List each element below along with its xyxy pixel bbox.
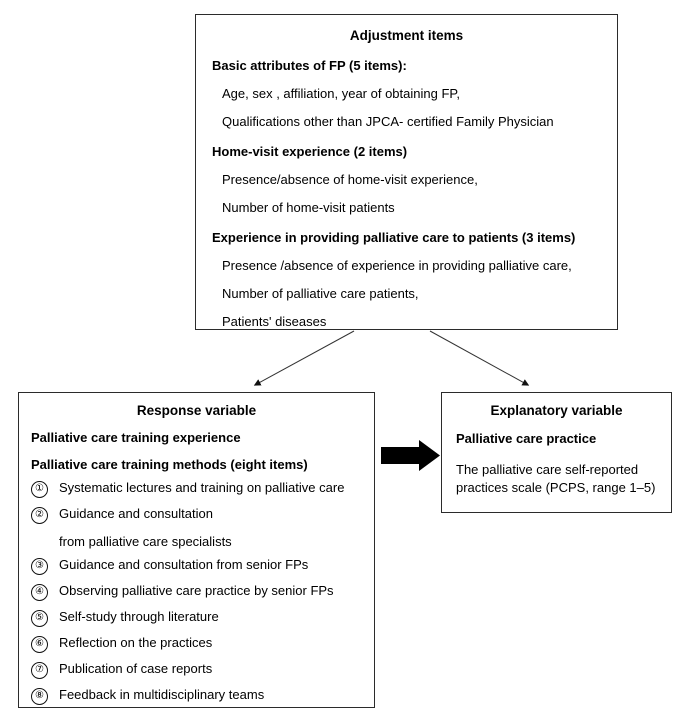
circled-number-icon: ④ [31, 584, 48, 601]
list-item-label: Publication of case reports [59, 661, 213, 676]
explanatory-variable-subtitle: Palliative care practice [456, 431, 597, 446]
training-methods-list: ① Systematic lectures and training on pa… [19, 480, 374, 705]
list-item: ⑦ Publication of case reports [31, 661, 374, 679]
response-variable-title: Response variable [136, 403, 257, 418]
adjustment-items-title: Adjustment items [349, 28, 464, 43]
training-methods-heading: Palliative care training methods (eight … [31, 457, 308, 472]
list-item-line-2: from palliative care specialists [59, 534, 232, 549]
list-item-label: Reflection on the practices [59, 635, 213, 650]
adjustment-items-box: Adjustment items Basic attributes of FP … [195, 14, 618, 330]
explanatory-variable-title: Explanatory variable [490, 403, 623, 418]
explanatory-variable-box: Explanatory variable Palliative care pra… [441, 392, 672, 513]
list-item: ⑥ Reflection on the practices [31, 635, 374, 653]
list-item-label: Self-study through literature [59, 609, 219, 624]
group-item-palliative-experience-1: Presence /absence of experience in provi… [222, 258, 572, 273]
arrow-response-to-explanatory [381, 440, 440, 471]
group-item-palliative-experience-3: Patients' diseases [222, 314, 327, 329]
list-item-label: Observing palliative care practice by se… [59, 583, 334, 598]
list-item: ④ Observing palliative care practice by … [31, 583, 374, 601]
list-item-label: Guidance and consultation from senior FP… [59, 557, 309, 572]
circled-number-icon: ⑧ [31, 688, 48, 705]
group-heading-basic-attributes: Basic attributes of FP (5 items): [212, 58, 407, 73]
group-item-basic-attributes-2: Qualifications other than JPCA- certifie… [222, 114, 554, 129]
list-item: ⑧ Feedback in multidisciplinary teams [31, 687, 374, 705]
list-item: ③ Guidance and consultation from senior … [31, 557, 374, 575]
explanatory-variable-description: The palliative care self-reported practi… [456, 462, 656, 495]
arrow-to-explanatory-variable [429, 330, 530, 386]
group-heading-home-visit: Home-visit experience (2 items) [212, 144, 408, 159]
circled-number-icon: ③ [31, 558, 48, 575]
list-item-label: Feedback in multidisciplinary teams [59, 687, 265, 702]
list-item: ① Systematic lectures and training on pa… [31, 480, 374, 498]
arrow-to-response-variable [253, 330, 355, 386]
list-item-line-1: Guidance and consultation [59, 506, 213, 521]
group-item-basic-attributes-1: Age, sex , affiliation, year of obtainin… [222, 86, 460, 101]
response-variable-box: Response variable Palliative care traini… [18, 392, 375, 708]
circled-number-icon: ② [31, 507, 48, 524]
circled-number-icon: ① [31, 481, 48, 498]
group-item-home-visit-2: Number of home-visit patients [222, 200, 395, 215]
list-item-label: Guidance and consultation from palliativ… [59, 506, 374, 549]
list-item: ② Guidance and consultation from palliat… [31, 506, 374, 549]
circled-number-icon: ⑦ [31, 662, 48, 679]
group-heading-palliative-experience: Experience in providing palliative care … [212, 230, 576, 245]
group-item-palliative-experience-2: Number of palliative care patients, [222, 286, 419, 301]
circled-number-icon: ⑤ [31, 610, 48, 627]
response-variable-subtitle: Palliative care training experience [31, 430, 241, 445]
circled-number-icon: ⑥ [31, 636, 48, 653]
group-item-home-visit-1: Presence/absence of home-visit experienc… [222, 172, 478, 187]
list-item: ⑤ Self-study through literature [31, 609, 374, 627]
list-item-label: Systematic lectures and training on pall… [59, 480, 345, 495]
